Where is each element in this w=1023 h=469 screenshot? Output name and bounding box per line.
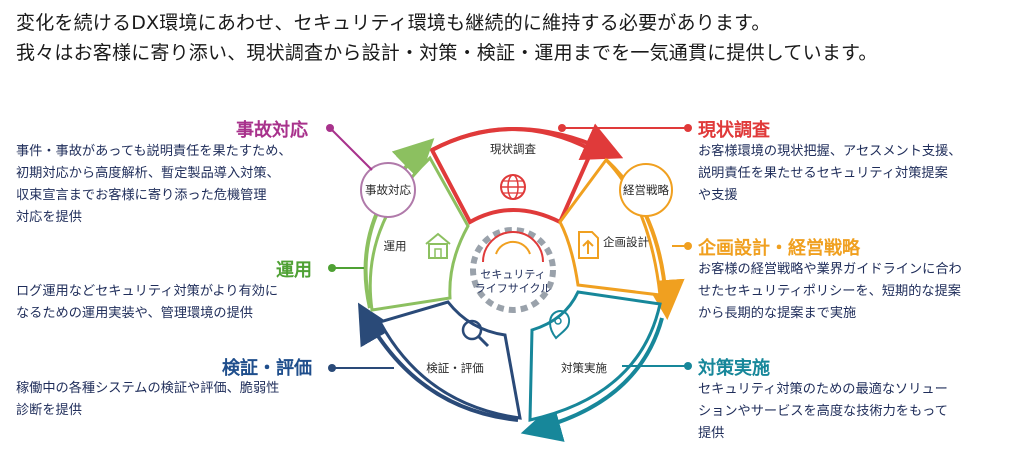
- annotation-desc-unyou: ログ運用などセキュリティ対策がより有効に なるための運用実装や、管理環境の提供: [16, 281, 278, 325]
- annotation-title-genjou: 現状調査: [698, 120, 770, 141]
- connector-unyou: [328, 264, 364, 272]
- segment-label-kikaku: 企画設計: [603, 235, 649, 249]
- annotation-title-unyou: 運用: [276, 260, 312, 281]
- connector-jiko: [326, 124, 373, 171]
- document-upload-icon: [578, 231, 599, 259]
- segment-label-jiko: 事故対応: [365, 183, 411, 197]
- globe-icon: [500, 174, 526, 200]
- intro-line-1: 変化を続けるDX環境にあわせ、セキュリティ環境も継続的に維持する必要があります。: [16, 12, 771, 34]
- intro-line-2: 我々はお客様に寄り添い、現状調査から設計・対策・検証・運用までを一気通貫に提供し…: [16, 42, 878, 64]
- badge-jiko: 事故対応: [360, 162, 416, 218]
- annotation-line: 稼働中の各種システムの検証や評価、脆弱性: [16, 381, 280, 396]
- annotation-desc-kensho: 稼働中の各種システムの検証や評価、脆弱性 診断を提供: [16, 378, 279, 422]
- annotation-title-kikaku: 企画設計・経営戦略: [698, 238, 860, 259]
- segment-kikaku: 経営戦略 企画設計: [558, 157, 685, 320]
- segment-label-genjou: 現状調査: [490, 142, 536, 156]
- annotation-line: せたセキュリティポリシーを、短期的な提案: [698, 284, 961, 299]
- segment-taisaku: 対策実施: [520, 290, 664, 442]
- annotation-desc-genjou: お客様環境の現状把握、アセスメント支援、 説明責任を果たせるセキュリティ対策提案…: [698, 141, 961, 207]
- annotation-title-jiko: 事故対応: [236, 120, 308, 141]
- connector-kikaku: [672, 242, 692, 250]
- annotation-line: なるための運用実装や、管理環境の提供: [16, 306, 253, 321]
- segment-label-keiei: 経営戦略: [623, 183, 669, 197]
- segment-unyou: 運用: [363, 138, 470, 312]
- annotation-line: ションやサービスを高度な技術力をもって: [698, 404, 948, 419]
- annotation-line: 説明責任を果たせるセキュリティ対策提案: [698, 166, 948, 181]
- annotation-desc-jiko: 事件・事故があっても説明責任を果たすため、 初期対応から高度解析、暫定製品導入対…: [16, 141, 292, 229]
- gear-icon: セキュリティ ライフサイクル: [470, 227, 556, 313]
- annotation-line: ログ運用などセキュリティ対策がより有効に: [16, 284, 279, 299]
- connector-genjou: [558, 124, 692, 132]
- house-icon: [425, 232, 451, 259]
- segment-genjou: 現状調査: [429, 123, 624, 225]
- segment-label-unyou: 運用: [384, 239, 407, 253]
- location-pin-icon: [549, 310, 570, 340]
- annotation-line: から長期的な提案まで実施: [698, 306, 857, 321]
- connector-taisaku: [622, 362, 692, 370]
- annotation-line: 診断を提供: [16, 403, 82, 418]
- annotation-line: お客様環境の現状把握、アセスメント支援、: [698, 144, 962, 159]
- badge-keiei: [619, 163, 673, 217]
- annotation-line: お客様の経営戦略や業界ガイドラインに合わ: [698, 262, 962, 277]
- center-label-2: ライフサイクル: [475, 282, 551, 295]
- annotation-line: や支援: [698, 188, 738, 203]
- connector-kensho: [328, 364, 394, 372]
- annotation-line: セキュリティ対策のための最適なソリュー: [698, 382, 948, 397]
- annotation-line: 事件・事故があっても説明責任を果たすため、: [16, 144, 292, 159]
- segment-kensho: 検証・評価: [357, 300, 522, 422]
- annotation-desc-taisaku: セキュリティ対策のための最適なソリュー ションやサービスを高度な技術力をもって …: [698, 379, 948, 445]
- annotation-line: 対応を提供: [16, 210, 82, 225]
- magnifier-icon: [461, 319, 490, 348]
- annotation-title-kensho: 検証・評価: [222, 358, 312, 379]
- annotation-line: 提供: [698, 426, 725, 441]
- annotation-line: 初期対応から高度解析、暫定製品導入対策、: [16, 166, 280, 181]
- segment-label-taisaku: 対策実施: [561, 361, 607, 375]
- annotation-line: 収束宣言までお客様に寄り添った危機管理: [16, 188, 267, 203]
- annotation-title-taisaku: 対策実施: [698, 358, 770, 379]
- annotation-desc-kikaku: お客様の経営戦略や業界ガイドラインに合わ せたセキュリティポリシーを、短期的な提…: [698, 259, 962, 325]
- center-label-1: セキュリティ: [480, 268, 545, 281]
- segment-label-kensho: 検証・評価: [426, 361, 484, 375]
